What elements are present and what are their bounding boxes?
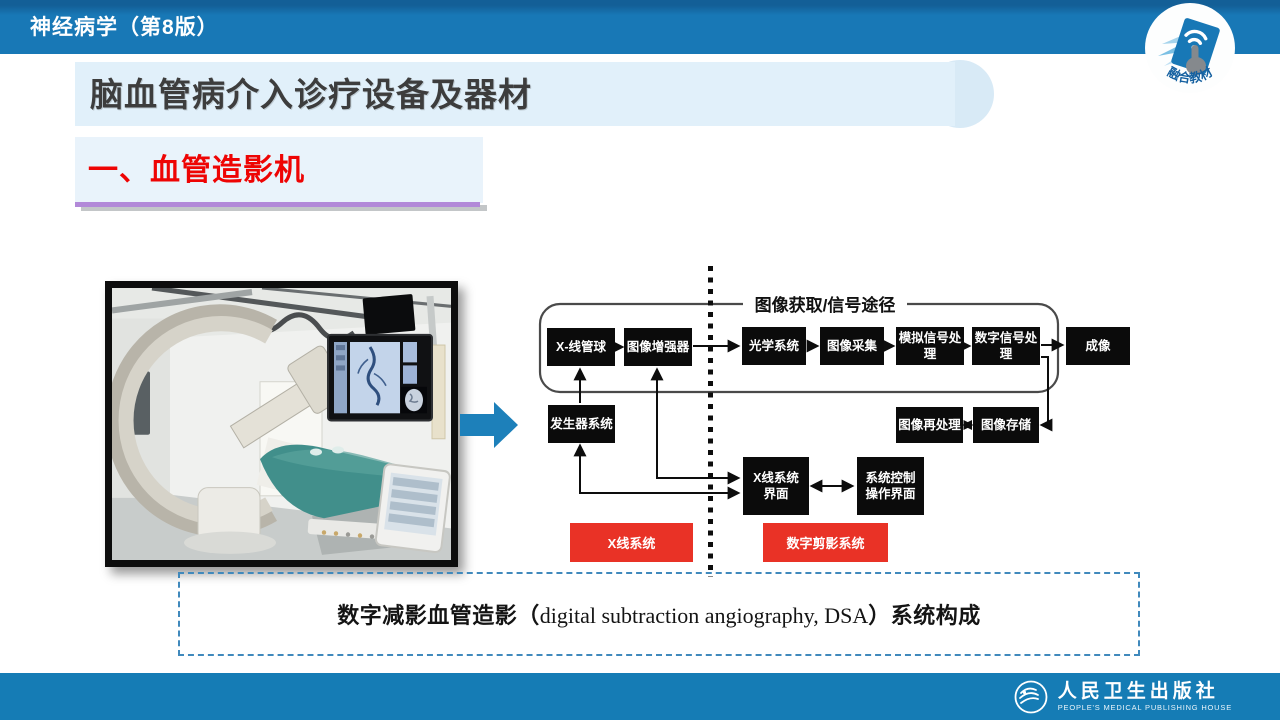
- control-interface-line1: 系统控制: [865, 470, 916, 485]
- angiogram-monitor: [327, 333, 433, 422]
- xray-interface-line1: X线系统: [753, 470, 799, 485]
- publisher-name-cn: 人民卫生出版社: [1057, 680, 1219, 702]
- machine-photo: [105, 281, 458, 567]
- xray-interface-line2: 界面: [763, 487, 789, 501]
- digital-line2: 理: [999, 347, 1013, 361]
- fusion-badge: 融合教材: [1144, 2, 1236, 94]
- diagram-box-control-interface: 系统控制 操作界面: [857, 457, 924, 515]
- diagram-box-image-storage: 图像存储: [973, 407, 1039, 443]
- diagram-box-imaging: 成像: [1066, 327, 1130, 365]
- legend-box-xray-system: X线系统: [570, 523, 693, 562]
- header-bar: [0, 0, 1280, 54]
- diagram-box-optical-system: 光学系统: [742, 327, 806, 365]
- caption-prefix: 数字减影血管造影（: [337, 603, 540, 628]
- side-panel: [431, 344, 446, 440]
- analog-line1: 模拟信号处: [898, 330, 962, 345]
- diagram-box-generator-system: 发生器系统: [548, 405, 615, 443]
- section-heading: 一、血管造影机: [88, 154, 305, 187]
- section-banner: [75, 137, 483, 203]
- fusion-badge-icon: 融合教材: [1145, 3, 1235, 93]
- diagram-box-image-intensifier: 图像增强器: [624, 328, 692, 366]
- book-title: 神经病学（第8版）: [30, 16, 219, 39]
- digital-line1: 数字信号处: [974, 330, 1038, 345]
- legend-box-digital-subtraction-system: 数字剪影系统: [763, 523, 888, 562]
- caption-latin: digital subtraction angiography, DSA: [539, 603, 869, 628]
- upper-monitor: [362, 294, 416, 335]
- diagram-box-digital-processing: 数字信号处 理: [972, 327, 1040, 365]
- c-arm-shape: [112, 304, 350, 554]
- group-label-background: [743, 296, 907, 313]
- diagram-box-image-reprocessing: 图像再处理: [896, 407, 963, 443]
- flow-arrow-icon: [460, 402, 518, 448]
- purple-underline: [75, 202, 480, 207]
- underline-shadow: [81, 205, 487, 211]
- diagram-box-analog-processing: 模拟信号处 理: [896, 327, 964, 365]
- title-banner: [75, 62, 955, 126]
- caption-text: 数字减影血管造影（digital subtraction angiography…: [337, 598, 981, 630]
- touchscreen: [374, 463, 451, 554]
- control-interface-line2: 操作界面: [865, 487, 916, 501]
- diagram-box-xray-interface: X线系统 界面: [743, 457, 809, 515]
- publisher-text: 人民卫生出版社 PEOPLE'S MEDICAL PUBLISHING HOUS…: [1058, 682, 1232, 712]
- footer-bar: 人民卫生出版社 PEOPLE'S MEDICAL PUBLISHING HOUS…: [0, 673, 1280, 720]
- publisher-name-en: PEOPLE'S MEDICAL PUBLISHING HOUSE: [1057, 702, 1232, 712]
- diagram-arrows: [573, 338, 1065, 500]
- diagram-box-image-capture: 图像采集: [820, 327, 884, 365]
- angiography-room-illustration: [112, 288, 451, 560]
- publisher-icon: [1014, 680, 1048, 713]
- publisher-logo: 人民卫生出版社 PEOPLE'S MEDICAL PUBLISHING HOUS…: [1013, 673, 1232, 720]
- group-label: 图像获取/信号途径: [755, 295, 896, 315]
- page-title: 脑血管病介入诊疗设备及器材: [90, 76, 532, 113]
- analog-line2: 理: [923, 347, 937, 361]
- caption-suffix: ）系统构成: [868, 603, 981, 628]
- caption-box: 数字减影血管造影（digital subtraction angiography…: [178, 572, 1140, 656]
- diagram-box-xray-tube: X-线管球: [547, 328, 615, 366]
- hand-pointer-icon: [1186, 45, 1206, 75]
